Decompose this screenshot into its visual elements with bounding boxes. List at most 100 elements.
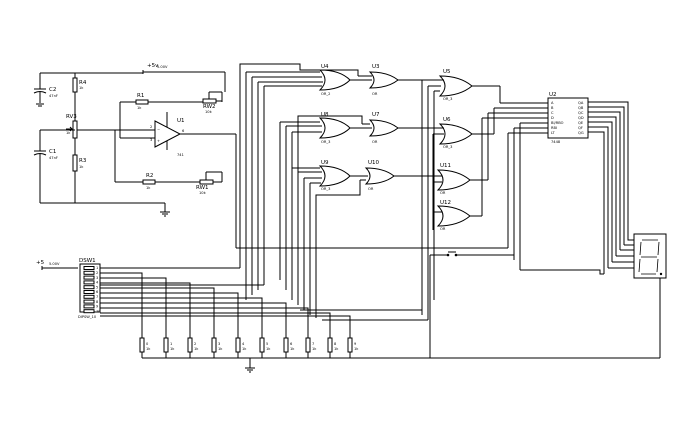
svg-text:5.00V: 5.00V: [49, 262, 60, 266]
svg-text:U4: U4: [321, 64, 329, 70]
or-gate-u4: U4 OR_2: [318, 64, 351, 96]
or-gate-u6: U6 OR_3: [438, 117, 473, 149]
svg-text:OR: OR: [440, 227, 446, 231]
svg-text:QE: QE: [578, 121, 584, 125]
resistor-body: [283, 337, 289, 353]
resistor-ref: 6: [290, 342, 293, 346]
potentiometer-rw1: RW1 10k: [196, 172, 214, 195]
resistor-value: 1k: [146, 347, 151, 351]
resistor-ref: 4: [242, 342, 245, 346]
or-gate-u11: U11 OR: [436, 163, 471, 195]
dip-switch-pin-label: 10: [96, 309, 101, 313]
or-gate-u3: U3 OR: [368, 64, 399, 96]
dip-switch-pin-label: 4: [96, 281, 99, 285]
dip-switch-pin-label: 2: [96, 271, 98, 275]
potentiometer-rw2: RW2 10k: [202, 92, 217, 114]
svg-text:47nF: 47nF: [49, 156, 58, 160]
pulldown-resistor: 71k: [305, 337, 317, 358]
resistor-r4: R4 1k: [72, 77, 87, 93]
svg-text:RW1: RW1: [196, 185, 209, 191]
svg-text:U1: U1: [177, 118, 185, 124]
svg-text:DSW1: DSW1: [79, 258, 96, 264]
svg-text:OR: OR: [372, 140, 378, 144]
svg-text:DIPSW_10: DIPSW_10: [78, 315, 97, 319]
resistor-ref: 9: [354, 342, 357, 346]
resistor-ref: 2: [194, 342, 196, 346]
pulldown-resistor: 91k: [347, 337, 359, 358]
display-bus: [520, 101, 640, 275]
or-gate-u12: U12 OR: [436, 200, 471, 231]
analog-section: +5v 5.00V C2 47nF R4 1k RV3: [33, 63, 236, 217]
svg-text:+5: +5: [36, 260, 45, 266]
svg-text:RBI: RBI: [551, 126, 557, 130]
resistor-body: [259, 337, 265, 353]
or-gate-u7: U7 OR: [368, 112, 399, 144]
svg-text:R2: R2: [146, 173, 153, 179]
resistor-body: [347, 337, 353, 353]
or-gate-u5: U5 OR_3: [438, 69, 473, 101]
svg-text:U7: U7: [372, 112, 380, 118]
resistor-body: [327, 337, 333, 353]
dip-switch-toggle: [83, 280, 95, 285]
svg-text:U8: U8: [321, 112, 329, 118]
svg-text:+5v: +5v: [147, 63, 159, 69]
dip-switch-pin-label: 3: [96, 276, 98, 280]
pulldown-resistor: 01k: [139, 337, 151, 358]
svg-text:OR_2: OR_2: [321, 92, 330, 96]
svg-text:R1: R1: [137, 93, 144, 99]
resistor-body: [187, 337, 193, 353]
or-gate-u10: U10 OR: [364, 160, 395, 191]
dip-switch-toggle: [83, 309, 95, 314]
svg-text:C2: C2: [49, 87, 56, 93]
dip-output-wires: [100, 267, 428, 338]
dip-switch-toggle: [83, 270, 95, 275]
pulldown-resistor: 21k: [187, 337, 199, 358]
svg-text:A: A: [551, 101, 554, 105]
svg-text:OR_3: OR_3: [443, 97, 452, 101]
svg-text:U6: U6: [443, 117, 451, 123]
svg-text:U12: U12: [440, 200, 451, 206]
resistor-body: [163, 337, 169, 353]
svg-text:1k: 1k: [79, 86, 84, 90]
ground-symbol: [245, 358, 255, 373]
svg-text:LT: LT: [551, 131, 556, 135]
svg-text:U3: U3: [372, 64, 380, 70]
svg-text:C1: C1: [49, 149, 56, 155]
resistor-value: 1k: [312, 347, 317, 351]
resistor-r1: R1 1k: [135, 93, 149, 110]
svg-text:10k: 10k: [199, 191, 207, 195]
resistor-ref: 3: [218, 342, 220, 346]
svg-text:OR_3: OR_3: [321, 187, 330, 191]
dip-switch-toggle: [83, 299, 95, 304]
svg-text:1k: 1k: [137, 106, 142, 110]
resistor-r3: R3 1k: [72, 154, 87, 172]
resistor-value: 1k: [170, 347, 175, 351]
svg-text:R4: R4: [79, 80, 87, 86]
resistor-r2: R2 1k: [142, 173, 156, 190]
svg-text:U2: U2: [549, 92, 557, 98]
dip-switch-pin-label: 6: [96, 290, 99, 294]
resistor-ref: 0: [146, 342, 149, 346]
dip-switch-toggle: [83, 290, 95, 294]
svg-text:C: C: [551, 111, 554, 115]
resistor-value: 1k: [354, 347, 359, 351]
seven-segment-display: 8: [633, 233, 667, 279]
resistor-ref: 7: [312, 342, 314, 346]
or-gate-u8: U8 OR_3: [318, 112, 351, 144]
dip-switch-toggle: [83, 275, 95, 280]
svg-text:741: 741: [177, 153, 184, 157]
dip-switch-pin-label: 8: [96, 300, 99, 304]
svg-text:7448: 7448: [551, 140, 561, 144]
pulldown-resistor: 81k: [327, 337, 339, 358]
push-button: [429, 251, 514, 358]
svg-text:OR: OR: [372, 92, 378, 96]
logic-gates: U4 OR_2 U3 OR U5 OR_3 U8 OR_3 U7 OR U6 O…: [235, 63, 548, 358]
svg-text:QG: QG: [578, 131, 584, 135]
svg-text:5.00V: 5.00V: [157, 65, 168, 69]
svg-text:U11: U11: [440, 163, 451, 169]
svg-text:BI/RBO: BI/RBO: [551, 121, 564, 125]
resistor-body: [235, 337, 241, 353]
